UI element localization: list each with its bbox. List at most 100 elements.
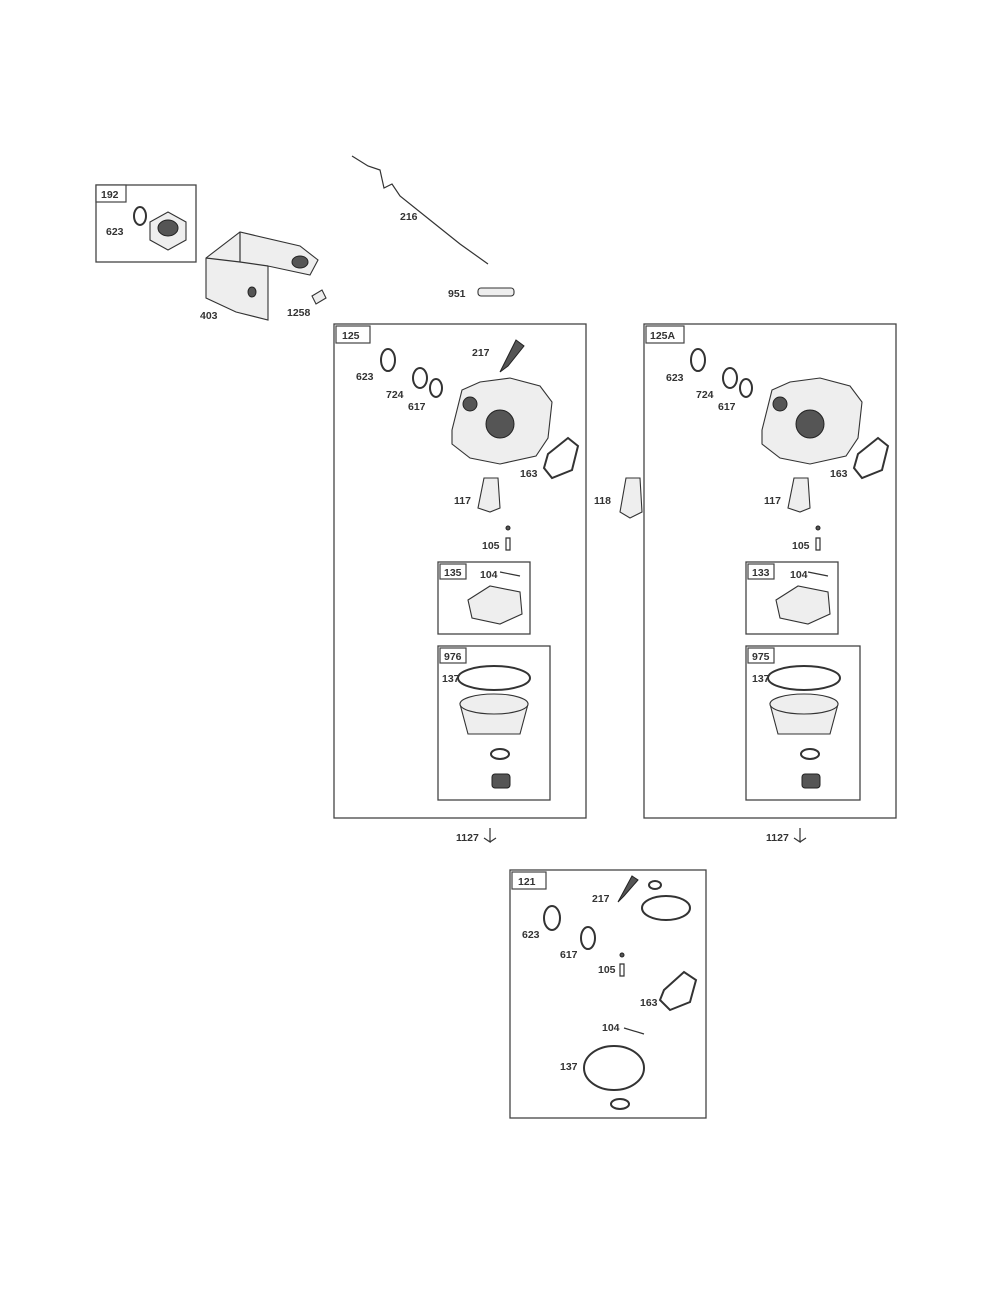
kit-133-tag: [747, 563, 775, 580]
label-118: 118: [594, 495, 611, 507]
label-724: 724: [386, 389, 404, 401]
bracket-slot-icon: [291, 255, 309, 269]
jet-icon: [505, 525, 511, 531]
kit-121-tag: [511, 871, 547, 890]
kit-192-group: 192 623: [95, 184, 197, 263]
kit-135-box: [437, 561, 531, 635]
spring-951-icon: [477, 287, 515, 297]
label-216: 216: [400, 211, 418, 223]
kit-125-number: 125: [342, 330, 360, 342]
float-bowl-rim-icon: [769, 693, 839, 715]
gasket-137-icon: [583, 1045, 645, 1091]
label-163: 163: [640, 997, 658, 1009]
label-1258: 1258: [287, 307, 311, 319]
washer-icon: [800, 748, 820, 760]
washer-icon: [490, 748, 510, 760]
kit-125-tag: [335, 325, 371, 344]
kit-121-number: 121: [518, 876, 536, 888]
label-623: 623: [106, 226, 124, 238]
kit-133-number: 133: [752, 567, 770, 579]
screw-105-icon: [815, 537, 821, 551]
kit-192-tag: [95, 184, 127, 203]
kit-125a-box: [643, 323, 897, 819]
label-623: 623: [666, 372, 684, 384]
screw-1258-icon: [311, 289, 327, 305]
bracket-icon: [205, 231, 319, 321]
solenoid-117-icon: [477, 477, 501, 513]
label-163: 163: [520, 468, 538, 480]
gasket-617-icon: [580, 926, 596, 950]
kit-121-group: 121 217 623 617 105 163 104 137: [509, 869, 707, 1119]
label-403: 403: [200, 310, 218, 322]
link-216-group: 216 951: [351, 155, 515, 300]
label-104: 104: [602, 1022, 620, 1034]
pin-104-icon: [807, 571, 829, 577]
kit-133-box: [745, 561, 839, 635]
gasket-163-icon: [658, 970, 698, 1012]
label-217: 217: [472, 347, 490, 359]
governor-link-icon: [351, 155, 489, 265]
label-105: 105: [598, 964, 616, 976]
label-163: 163: [830, 468, 848, 480]
solenoid-117-icon: [787, 477, 811, 513]
kit-135-tag: [439, 563, 467, 580]
kit-125-group: 125 217 623 724 617 163 117 105 135 104 …: [333, 323, 587, 844]
label-1127: 1127: [456, 832, 479, 844]
screw-217-icon: [617, 875, 639, 903]
kit-976-number: 976: [444, 651, 462, 663]
gasket-617-icon: [429, 378, 443, 398]
kit-192-box: [95, 184, 197, 263]
carburetor-bore-icon: [485, 409, 515, 439]
kit-121-box: [509, 869, 707, 1119]
float-icon: [775, 585, 831, 625]
solenoid-118-icon: [619, 477, 643, 519]
gasket-623-icon: [380, 348, 396, 372]
gasket-623-icon: [133, 206, 147, 226]
label-117: 117: [454, 495, 471, 507]
label-137: 137: [560, 1061, 578, 1073]
label-724: 724: [696, 389, 714, 401]
label-623: 623: [356, 371, 374, 383]
solenoid-118-group: 118: [594, 477, 643, 519]
screw-217-icon: [499, 339, 525, 373]
label-951: 951: [448, 288, 466, 300]
pin-104-icon: [499, 571, 521, 577]
bowl-nut-icon: [491, 773, 511, 789]
pin-104-icon: [623, 1027, 645, 1035]
label-105: 105: [792, 540, 810, 552]
kit-192-number: 192: [101, 189, 119, 201]
screw-105-icon: [505, 537, 511, 551]
kit-975-tag: [747, 647, 775, 664]
intake-opening-icon: [157, 219, 179, 237]
kit-125a-number: 125A: [650, 330, 676, 342]
oring-icon: [641, 895, 691, 921]
bracket-edge-icon: [205, 232, 269, 267]
kit-125a-group: 125A 623 724 617 163 117 105 133 104 975…: [643, 323, 897, 844]
bolt-1127-icon: [483, 828, 497, 844]
label-104: 104: [790, 569, 808, 581]
kit-125-box: [333, 323, 587, 819]
oring-724-icon: [722, 367, 738, 389]
label-623: 623: [522, 929, 540, 941]
bolt-1127-icon: [793, 828, 807, 844]
carburetor-port-icon: [462, 396, 478, 412]
oring-724-icon: [412, 367, 428, 389]
label-117: 117: [764, 495, 781, 507]
gasket-137-icon: [767, 665, 841, 691]
gasket-163-icon: [852, 436, 890, 480]
label-137: 137: [442, 673, 460, 685]
carburetor-port-icon: [772, 396, 788, 412]
washer-icon: [610, 1098, 630, 1110]
kit-975-number: 975: [752, 651, 770, 663]
label-1127: 1127: [766, 832, 789, 844]
kit-976-tag: [439, 647, 467, 664]
gasket-163-icon: [542, 436, 580, 480]
jet-icon: [815, 525, 821, 531]
gasket-617-icon: [739, 378, 753, 398]
kit-976-box: [437, 645, 551, 801]
float-icon: [467, 585, 523, 625]
bowl-nut-icon: [801, 773, 821, 789]
bracket-403-group: 403 1258: [200, 231, 327, 322]
screw-105-icon: [619, 963, 625, 977]
